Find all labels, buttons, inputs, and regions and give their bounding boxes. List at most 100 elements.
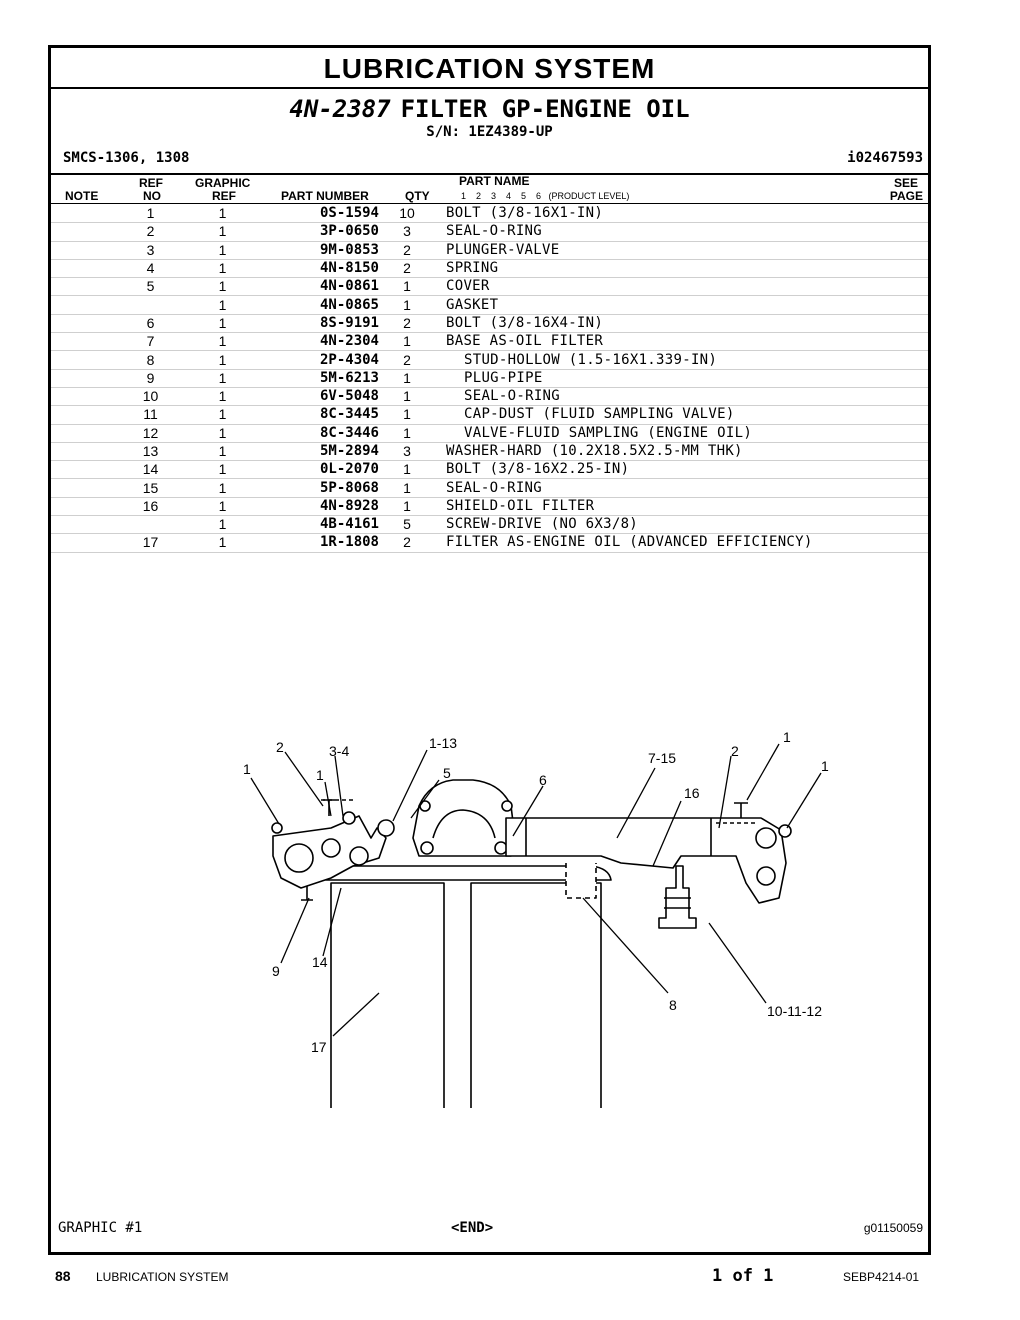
ref-no-cell: 2 [117, 222, 184, 242]
qty-cell: 2 [379, 533, 435, 553]
note-cell [51, 515, 117, 535]
part-name-cell: SCREW-DRIVE (NO 6X3/8) [435, 515, 928, 535]
graphic-number: g01150059 [863, 1221, 923, 1235]
part-number-cell: 4N-8150 [261, 259, 379, 279]
ref-no-cell: 4 [117, 259, 184, 279]
qty-cell: 10 [379, 205, 435, 224]
qty-cell: 5 [379, 515, 435, 535]
part-name-cell: WASHER-HARD (10.2X18.5X2.5-MM THK) [435, 442, 928, 462]
col-part-name: PART NAME [459, 174, 530, 188]
qty-cell: 1 [379, 369, 435, 388]
qty-cell: 1 [379, 387, 435, 407]
ref-no-cell: 6 [117, 314, 184, 334]
part-number-cell: 8C-3446 [261, 424, 379, 443]
note-cell [51, 277, 117, 297]
callout-10-11-12: 10-11-12 [767, 1003, 822, 1019]
graphic-ref-cell: 1 [184, 222, 261, 242]
ref-no-cell: 16 [117, 497, 184, 517]
callout-6: 6 [539, 772, 547, 788]
graphic-ref-cell: 1 [184, 442, 261, 462]
note-cell [51, 497, 117, 517]
title-divider [51, 87, 928, 89]
part-number-cell: 3P-0650 [261, 222, 379, 242]
part-number-cell: 6V-5048 [261, 387, 379, 407]
filter-base [505, 817, 787, 904]
part-name-cell: PLUG-PIPE [435, 369, 928, 388]
part-number-cell: 9M-0853 [261, 241, 379, 260]
part-name-cell: GASKET [435, 295, 928, 315]
column-divider [51, 203, 928, 204]
graphic-ref-cell: 1 [184, 515, 261, 535]
part-name-cell: SEAL-O-RING [435, 387, 928, 407]
callout-5: 5 [443, 765, 451, 781]
ref-no-cell: 13 [117, 442, 184, 462]
col-ref-bottom: NO [143, 189, 161, 203]
qty-cell: 3 [379, 442, 435, 462]
qty-cell: 2 [379, 314, 435, 334]
graphic-ref-cell: 1 [184, 424, 261, 443]
graphic-ref-cell: 1 [184, 369, 261, 388]
smcs-code: SMCS-1306, 1308 [63, 150, 190, 166]
callout-2-right: 2 [731, 743, 739, 759]
note-cell [51, 295, 117, 315]
document-number: SEBP4214-01 [843, 1270, 920, 1284]
part-number-cell: 8C-3445 [261, 405, 379, 425]
graphic-label: GRAPHIC #1 [58, 1220, 143, 1236]
graphic-ref-cell: 1 [184, 259, 261, 279]
callout-1-left: 1 [243, 761, 251, 777]
part-name-cell: SPRING [435, 259, 928, 279]
note-cell [51, 478, 117, 498]
col-note: NOTE [65, 189, 99, 203]
note-cell [51, 387, 117, 407]
part-number-cell: 4B-4161 [261, 515, 379, 535]
graphic-ref-cell: 1 [184, 478, 261, 498]
callout-17: 17 [311, 1039, 327, 1055]
ref-no-cell: 15 [117, 478, 184, 498]
note-cell [51, 424, 117, 443]
col-see-bottom: PAGE [889, 189, 923, 203]
part-number-cell: 4N-2304 [261, 332, 379, 352]
ref-no-cell: 7 [117, 332, 184, 352]
qty-cell: 2 [379, 241, 435, 260]
col-graphic-top: GRAPHIC [195, 176, 251, 190]
ref-no-cell: 11 [117, 405, 184, 425]
section-title: LUBRICATION SYSTEM [323, 53, 656, 84]
graphic-ref-cell: 1 [184, 497, 261, 517]
part-number-cell: 4N-8928 [261, 497, 379, 517]
callout-1-inner: 1 [316, 767, 324, 783]
part-name-cell: BASE AS-OIL FILTER [435, 332, 928, 352]
ref-no-cell: 9 [117, 369, 184, 388]
graphic-ref-cell: 1 [184, 460, 261, 480]
note-cell [51, 442, 117, 462]
note-cell [51, 405, 117, 425]
part-name-cell: BOLT (3/8-16X4-IN) [435, 314, 928, 334]
col-ref-top: REF [139, 176, 163, 190]
callout-9: 9 [272, 963, 280, 979]
qty-cell: 1 [379, 460, 435, 480]
part-number-cell: 0S-1594 [261, 205, 379, 224]
illustration-id: i02467593 [847, 150, 923, 166]
qty-cell: 3 [379, 222, 435, 242]
note-cell [51, 369, 117, 388]
part-number-cell: 5M-6213 [261, 369, 379, 388]
callout-1-13: 1-13 [429, 735, 457, 751]
callout-1-top-right: 1 [783, 729, 791, 745]
graphic-ref-cell: 1 [184, 314, 261, 334]
part-number-cell: 5P-8068 [261, 478, 379, 498]
graphic-ref-cell: 1 [184, 295, 261, 315]
ref-no-cell: 3 [117, 241, 184, 260]
